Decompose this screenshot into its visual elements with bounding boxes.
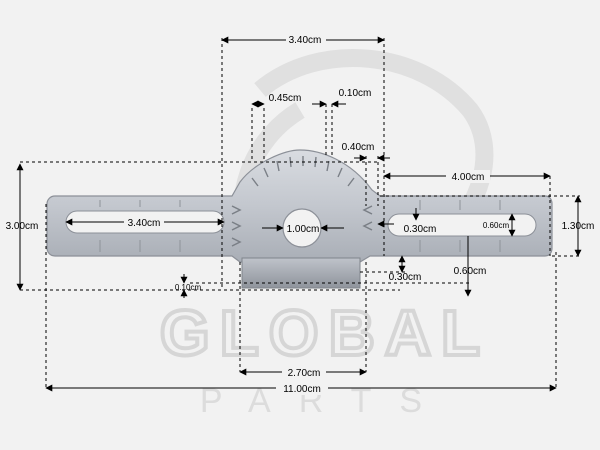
right-slot [387, 213, 537, 237]
label-bottom-small: 0.10cm [175, 283, 202, 292]
label-total-height: 3.00cm [6, 221, 39, 232]
left-notches [231, 205, 242, 247]
label-right-slot-len: 4.00cm [452, 172, 485, 183]
bar-ticks [99, 200, 501, 252]
label-right-lower: 0.60cm [454, 266, 487, 277]
label-overall-length: 11.00cm [283, 384, 321, 395]
watermark-brand: GLOBAL [160, 297, 490, 369]
label-slot-width: 0.45cm [269, 93, 302, 104]
label-top-width: 3.40cm [289, 35, 322, 46]
label-tab-offset: 0.30cm [389, 272, 422, 283]
label-slot-height-right: 0.60cm [483, 221, 510, 230]
label-notch-width: 0.40cm [342, 142, 375, 153]
dimension-labels: 3.40cm 0.45cm 0.10cm 0.40cm 4.00cm 3.00c… [6, 33, 595, 395]
label-hole-diameter: 1.00cm [287, 224, 320, 235]
extension-lines [20, 38, 580, 388]
label-tab-width: 2.70cm [288, 368, 321, 379]
metal-bracket [46, 149, 553, 289]
label-gap-right: 0.30cm [404, 224, 437, 235]
label-right-height: 1.30cm [562, 221, 595, 232]
right-notches [362, 205, 373, 231]
label-left-slot-len: 3.40cm [128, 218, 161, 229]
label-slot-gap: 0.10cm [339, 88, 372, 99]
